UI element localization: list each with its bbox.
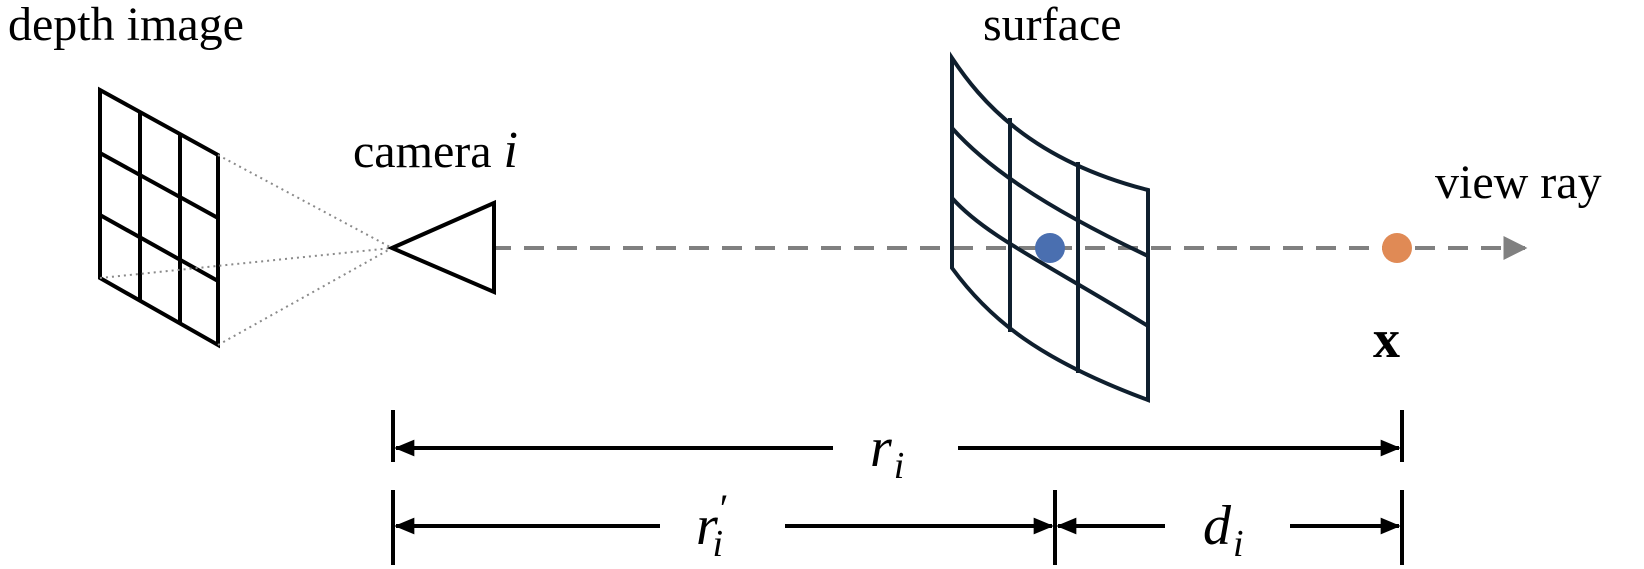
r-label: ri (870, 417, 904, 487)
r-prime-label: r′i (696, 486, 729, 565)
depth-image-grid (98, 86, 220, 349)
dimension-arrows (394, 439, 1401, 535)
camera-frustum-lines (99, 154, 393, 346)
d-label: di (1203, 495, 1244, 565)
camera-index: i (504, 122, 518, 179)
point-x-label: x (1373, 309, 1400, 369)
view-ray-label: view ray (1435, 156, 1602, 209)
sample-point (1382, 233, 1412, 263)
surface-label: surface (983, 0, 1122, 51)
depth-image-label: depth image (8, 0, 244, 51)
camera-icon (386, 199, 496, 296)
surface-point (1035, 233, 1065, 263)
dimension-ticks (391, 410, 1404, 565)
surface-grid (950, 51, 1150, 403)
